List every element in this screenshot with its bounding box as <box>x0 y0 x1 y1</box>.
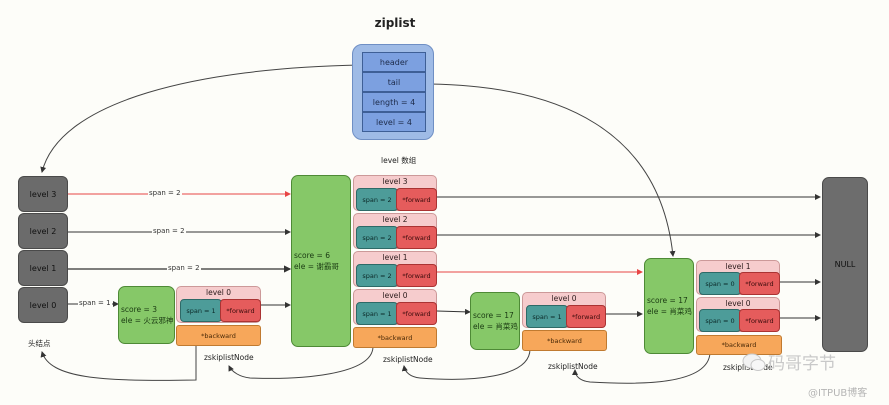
node2-level0-label: level 0 <box>382 291 408 300</box>
head-level3-span: span = 2 <box>148 189 182 197</box>
node3-object: score = 17 ele = 肖菜鸡 <box>470 292 520 350</box>
node4-backward: *backward <box>696 335 782 355</box>
node3-level0-forward: *forward <box>566 305 606 328</box>
node2-caption: zskiplistNode <box>383 355 433 364</box>
ziplist-title: ziplist <box>374 16 416 30</box>
node4-level0-span: span = 0 <box>699 309 741 332</box>
node4-object: score = 17 ele = 肖菜鸡 <box>644 258 694 354</box>
tail-pointer-curve <box>429 83 676 257</box>
node1-level0-label: level 0 <box>206 288 231 297</box>
node4-level0-forward: *forward <box>739 309 780 332</box>
head-level-3: level 3 <box>18 176 68 212</box>
node3-ele: ele = 肖菜鸡 <box>473 322 518 331</box>
node2-level0-link <box>436 308 471 315</box>
node4-score: score = 17 <box>647 296 688 305</box>
node2-backward: *backward <box>353 327 437 348</box>
node2-level3-label: level 3 <box>382 177 408 186</box>
node4-level1-forward: *forward <box>739 272 780 295</box>
watermark-brand: 码哥字节 <box>768 354 836 374</box>
node2-level1-label: level 1 <box>382 253 408 262</box>
node2-level0-span: span = 1 <box>356 302 398 325</box>
node2-level3-forward: *forward <box>396 188 437 211</box>
head-level2-span: span = 2 <box>152 227 186 235</box>
node2-level1-forward: *forward <box>396 264 437 287</box>
node2-level2-span: span = 2 <box>356 226 398 249</box>
node4-level-1: level 1 span = 0 *forward <box>696 260 780 295</box>
node1-object: score = 3 ele = 火云邪神 <box>118 286 175 344</box>
head-level-0: level 0 <box>18 287 68 323</box>
header-pointer-curve <box>40 64 361 173</box>
node2-level1-span: span = 2 <box>356 264 398 287</box>
node2-level0-forward: *forward <box>396 302 437 325</box>
node3-caption: zskiplistNode <box>548 362 598 371</box>
node2-level3-span: span = 2 <box>356 188 398 211</box>
node1-level-0: level 0 span = 1 *forward <box>176 286 261 323</box>
node3-level-0: level 0 span = 1 *forward <box>522 292 606 328</box>
head-level-2: level 2 <box>18 213 68 249</box>
node2-level2-label: level 2 <box>382 215 408 224</box>
node1-ele: ele = 火云邪神 <box>121 316 174 325</box>
level-array-caption: level 数组 <box>381 156 417 165</box>
node2-level2-forward: *forward <box>396 226 437 249</box>
wechat-icon <box>742 352 766 372</box>
node2-level-0: level 0 span = 1 *forward <box>353 289 437 325</box>
node2-ele: ele = 谢霸哥 <box>294 262 339 271</box>
node2-object: score = 6 ele = 谢霸哥 <box>291 175 351 347</box>
node2-backward-curve <box>228 346 374 379</box>
node3-backward: *backward <box>522 330 607 351</box>
node4-level1-label: level 1 <box>725 262 751 271</box>
ziplist-level-field: level = 4 <box>362 112 426 132</box>
node2-score: score = 6 <box>294 251 330 260</box>
ziplist-tail-field: tail <box>362 72 426 92</box>
node1-caption: zskiplistNode <box>204 353 254 362</box>
node4-ele: ele = 肖菜鸡 <box>647 307 692 316</box>
node2-level-2: level 2 span = 2 *forward <box>353 213 437 249</box>
node1-backward-curve <box>40 346 197 381</box>
node3-backward-curve <box>401 348 531 380</box>
null-terminator: NULL <box>822 177 868 352</box>
node1-backward: *backward <box>176 325 261 346</box>
head-level0-span: span = 1 <box>78 299 112 307</box>
head-level-1: level 1 <box>18 250 68 286</box>
node4-level1-span: span = 0 <box>699 272 741 295</box>
node4-level0-label: level 0 <box>725 299 751 308</box>
head-node-caption: 头结点 <box>28 339 51 348</box>
watermark-source: @ITPUB博客 <box>808 388 868 399</box>
node1-score: score = 3 <box>121 305 157 314</box>
node3-score: score = 17 <box>473 311 514 320</box>
node1-level0-span: span = 1 <box>180 299 222 322</box>
ziplist-header-field: header <box>362 52 426 72</box>
ziplist-struct: header tail length = 4 level = 4 <box>352 44 434 140</box>
head-level1-span: span = 2 <box>167 264 201 272</box>
node2-level-3: level 3 span = 2 *forward <box>353 175 437 211</box>
ziplist-length-field: length = 4 <box>362 92 426 112</box>
node3-level0-label: level 0 <box>551 294 577 303</box>
node2-level-1: level 1 span = 2 *forward <box>353 251 437 287</box>
node3-level0-span: span = 1 <box>526 305 568 328</box>
node4-level-0: level 0 span = 0 *forward <box>696 297 780 332</box>
node1-level0-forward: *forward <box>220 299 261 322</box>
